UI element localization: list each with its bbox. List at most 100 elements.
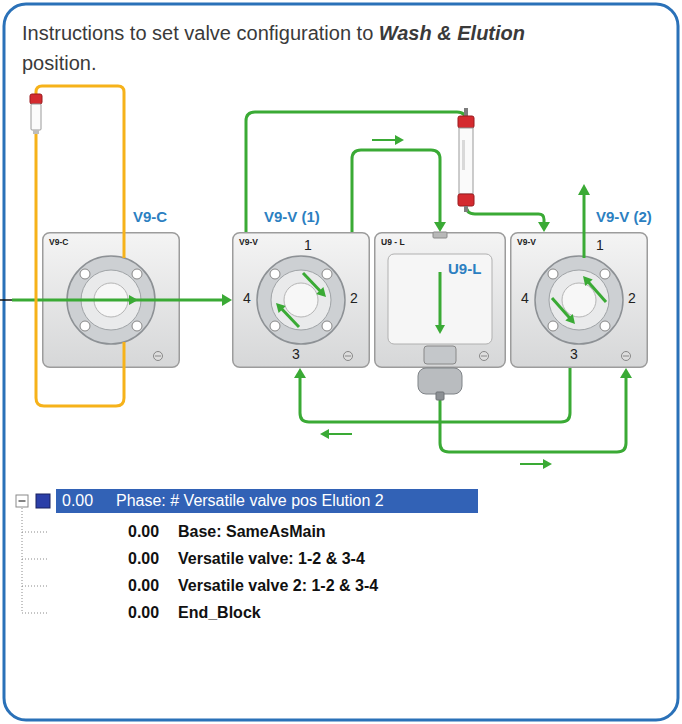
flow-arrow xyxy=(587,280,606,302)
flow-arrow xyxy=(552,298,571,320)
flow-arrow-head xyxy=(435,325,445,334)
module-tag: U9 - L xyxy=(381,237,405,247)
module-drawing xyxy=(510,232,648,368)
screw-slot xyxy=(623,356,629,357)
flow-path xyxy=(132,299,180,302)
flow-direction-arrow xyxy=(543,459,552,469)
flow-arrowhead xyxy=(620,368,632,378)
sample-loop-tube xyxy=(31,104,41,130)
valve-center xyxy=(284,283,318,317)
valve-bolt xyxy=(270,269,280,279)
flow-line xyxy=(440,375,626,452)
valve-bolt xyxy=(80,321,90,331)
column-glint xyxy=(462,140,465,170)
tree-guide-line xyxy=(22,508,23,613)
valve-bolt xyxy=(600,321,610,331)
outlet-line xyxy=(583,232,586,258)
port-number: 1 xyxy=(304,237,312,253)
versatile-valve-module: V9-V (2)V9-V1234 xyxy=(510,232,648,368)
valve-center xyxy=(562,283,596,317)
step-time: 0.00 xyxy=(128,576,159,596)
flow-arrow xyxy=(439,272,442,328)
port-number: 4 xyxy=(521,290,529,306)
loop-fitting xyxy=(33,130,39,134)
tree-guide-line xyxy=(22,559,48,560)
column-nozzle xyxy=(464,206,468,212)
flow-arrowhead xyxy=(294,368,306,378)
port-number: 3 xyxy=(570,346,578,362)
column-cap xyxy=(458,194,474,206)
flow-direction-arrow xyxy=(395,135,404,145)
flow-arrowhead xyxy=(538,222,550,232)
loop-cap xyxy=(30,94,42,104)
flow-line xyxy=(180,299,225,302)
module-screw xyxy=(480,352,489,361)
tree-guide-line xyxy=(22,586,48,587)
uv-monitor-module: U9-L U9 - L xyxy=(374,232,506,400)
flow-arrow xyxy=(303,273,322,293)
panel-border xyxy=(4,4,678,720)
detector-face xyxy=(388,254,492,344)
valve-rotor xyxy=(271,270,331,330)
module-drawing xyxy=(374,232,506,400)
step-time: 0.00 xyxy=(128,522,159,542)
flow-direction-arrow xyxy=(520,463,544,465)
selected-row-highlight xyxy=(56,489,478,513)
valve-bolt xyxy=(270,321,280,331)
flow-cell-base xyxy=(418,368,462,394)
detector-outlet xyxy=(436,392,444,400)
screw-slot xyxy=(345,356,351,357)
module-screw xyxy=(622,352,631,361)
sample-loop-line xyxy=(123,232,126,258)
port-number: 4 xyxy=(243,290,251,306)
step-time: 0.00 xyxy=(62,491,93,511)
module-name: V9-V (1) xyxy=(264,208,320,226)
flow-direction-arrow xyxy=(372,139,396,141)
method-step: Versatile valve 2: 1-2 & 3-4 xyxy=(178,576,378,596)
flow-cell-holder xyxy=(424,346,456,364)
flow-arrowhead xyxy=(434,222,446,232)
valve-bolt xyxy=(322,321,332,331)
port-number: 3 xyxy=(292,346,300,362)
module-tag: V9-C xyxy=(49,237,68,247)
phase-icon xyxy=(36,494,50,508)
phase-name: Phase: # Versatile valve pos Elution 2 xyxy=(116,491,384,511)
outlet-line xyxy=(583,194,586,232)
sample-loop-line xyxy=(36,86,124,232)
module-name: U9-L xyxy=(448,260,481,278)
port-number: 1 xyxy=(596,237,604,253)
flow-direction-arrow xyxy=(328,433,352,435)
column-nozzle xyxy=(464,108,468,116)
step-time: 0.00 xyxy=(128,603,159,623)
flow-arrow-head xyxy=(316,287,326,297)
module-screw xyxy=(344,352,353,361)
module-housing xyxy=(233,233,370,368)
flow-arrow-head xyxy=(276,303,286,313)
valve-bolt xyxy=(132,321,142,331)
column-cap xyxy=(458,116,474,128)
valve-rotor xyxy=(549,270,609,330)
module-screw xyxy=(154,352,163,361)
flow-direction-arrow xyxy=(320,429,329,439)
flow-line xyxy=(300,368,570,422)
valve-head xyxy=(257,256,345,344)
module-housing xyxy=(375,233,506,368)
tree-guide-line xyxy=(22,613,48,614)
method-step: Versatile valve: 1-2 & 3-4 xyxy=(178,549,365,569)
injection-valve-module: V9-CV9-C xyxy=(42,232,180,368)
flow-line xyxy=(352,150,440,232)
versatile-valve-module: V9-V (1)V9-V1234 xyxy=(232,232,370,368)
detector-inlet xyxy=(433,232,447,238)
tree-collapse-box xyxy=(16,495,28,507)
outlet-arrowhead xyxy=(578,184,590,195)
screw-slot xyxy=(481,356,487,357)
flow-arrow xyxy=(280,307,299,327)
flow-line xyxy=(246,112,544,232)
valve-bolt xyxy=(548,269,558,279)
method-step: End_Block xyxy=(178,603,261,623)
module-name: V9-V (2) xyxy=(596,208,652,226)
module-tag: V9-V xyxy=(239,237,258,247)
tree-collapse-minus xyxy=(19,500,26,501)
module-housing xyxy=(511,233,648,368)
